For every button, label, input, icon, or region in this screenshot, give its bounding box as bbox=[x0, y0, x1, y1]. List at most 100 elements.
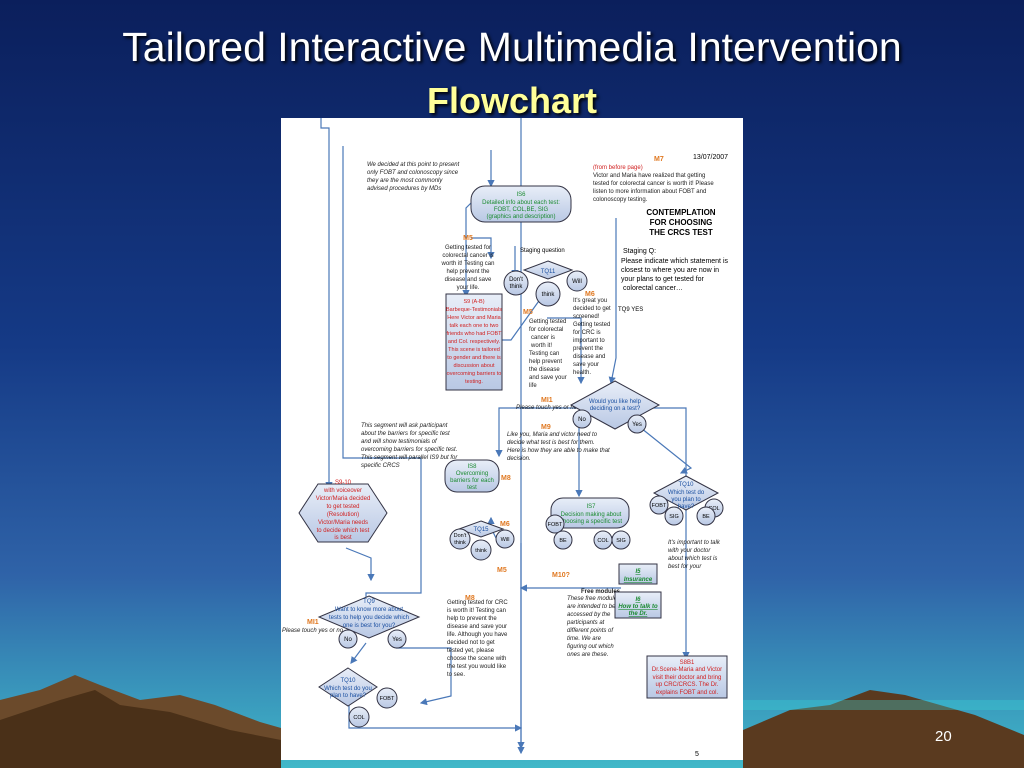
svg-text:think: think bbox=[510, 284, 524, 290]
svg-text:decided not to get: decided not to get bbox=[447, 640, 495, 646]
tq9-yes-label: TQ9 YES bbox=[618, 307, 643, 313]
svg-text:explains FOBT and col.: explains FOBT and col. bbox=[656, 690, 719, 696]
svg-text:Please touch yes or no: Please touch yes or no bbox=[282, 628, 344, 634]
svg-text:It's great you: It's great you bbox=[573, 298, 607, 304]
svg-text:IS7: IS7 bbox=[586, 504, 596, 510]
svg-text:ones are these.: ones are these. bbox=[567, 652, 608, 658]
svg-text:I5: I5 bbox=[635, 569, 641, 575]
svg-text:FOBT: FOBT bbox=[380, 696, 395, 702]
svg-text:This segment will parallel IS9: This segment will parallel IS9 but for bbox=[361, 455, 458, 461]
svg-text:Overcoming: Overcoming bbox=[456, 471, 488, 477]
svg-text:worth it! Testing can: worth it! Testing can bbox=[441, 261, 495, 267]
svg-text:figuring out which: figuring out which bbox=[567, 644, 614, 650]
m8b-note: M8 Getting tested for CRC is worth it! T… bbox=[447, 595, 508, 678]
m5c-tag: M5 bbox=[497, 567, 507, 574]
tq9-node: TQ9 Want to know more about tests to hel… bbox=[317, 595, 421, 649]
svg-text:test: test bbox=[467, 485, 477, 491]
svg-text:It's important to talk: It's important to talk bbox=[668, 540, 721, 546]
svg-text:This segment will ask particip: This segment will ask participant bbox=[361, 423, 448, 429]
svg-text:and Col. respectively.: and Col. respectively. bbox=[448, 339, 501, 345]
svg-text:MI1: MI1 bbox=[307, 619, 319, 626]
svg-text:with your doctor: with your doctor bbox=[668, 548, 711, 554]
svg-text:Free modules: Free modules bbox=[581, 589, 621, 595]
svg-text:SIG: SIG bbox=[669, 514, 678, 520]
is7-node: IS7 Decision making about choosing a spe… bbox=[545, 497, 631, 550]
svg-text:are intended to be: are intended to be bbox=[567, 604, 616, 610]
svg-text:MI1: MI1 bbox=[541, 397, 553, 404]
svg-text:Which test do: Which test do bbox=[668, 490, 705, 496]
svg-text:Want to know more about: Want to know more about bbox=[335, 607, 403, 613]
svg-text:decide what test is best for t: decide what test is best for them. bbox=[507, 440, 595, 446]
svg-text:talk each one to two: talk each one to two bbox=[450, 323, 499, 329]
svg-text:think: think bbox=[475, 548, 487, 554]
svg-text:important to: important to bbox=[573, 338, 605, 344]
svg-text:M6: M6 bbox=[585, 291, 595, 298]
svg-text:tests to help you decide which: tests to help you decide which bbox=[329, 615, 409, 621]
svg-text:Getting tested for CRC: Getting tested for CRC bbox=[447, 600, 508, 606]
svg-text:THE CRCS TEST: THE CRCS TEST bbox=[649, 228, 713, 237]
svg-text:choosing a specific test: choosing a specific test bbox=[560, 519, 622, 525]
tq11-node: TQ11 Don't think think Will bbox=[503, 260, 588, 307]
svg-text:SIG: SIG bbox=[616, 538, 625, 544]
svg-text:help prevent the: help prevent the bbox=[446, 269, 490, 275]
svg-text:M9: M9 bbox=[541, 424, 551, 431]
svg-text:Staging Q:: Staging Q: bbox=[623, 248, 656, 255]
contemplation-header: CONTEMPLATION FOR CHOOSING THE CRCS TEST bbox=[646, 208, 715, 237]
chart-page: 5 bbox=[695, 751, 699, 758]
svg-text:FOR CHOOSING: FOR CHOOSING bbox=[650, 218, 713, 227]
m6b-tag: M6 bbox=[500, 521, 510, 528]
svg-text:accessed by the: accessed by the bbox=[567, 612, 611, 618]
svg-text:Yes: Yes bbox=[392, 637, 402, 643]
svg-text:COL: COL bbox=[708, 506, 719, 512]
svg-text:they are the most commonly: they are the most commonly bbox=[367, 178, 443, 184]
s8b1-node: S8B1 Dr.Scene-Maria and Victor visit the… bbox=[646, 655, 728, 699]
svg-text:disease and: disease and bbox=[573, 354, 605, 360]
staging-question-label: Staging question bbox=[520, 248, 565, 254]
svg-text:tested yet, please: tested yet, please bbox=[447, 648, 495, 654]
svg-text:Getting tested: Getting tested bbox=[573, 322, 610, 328]
svg-text:This scene is tailored: This scene is tailored bbox=[448, 347, 500, 353]
svg-text:visit their doctor and bring: visit their doctor and bring bbox=[653, 675, 722, 681]
mi1b-note: MI1 Please touch yes or no bbox=[282, 619, 344, 634]
s9-node: S9 (A-B) Barbeque-Testimonials Here Vict… bbox=[445, 293, 503, 391]
svg-text:Please touch yes or no: Please touch yes or no bbox=[516, 405, 578, 411]
svg-text:your life.: your life. bbox=[457, 285, 480, 291]
svg-text:with voiceover: with voiceover bbox=[323, 488, 362, 494]
svg-text:M5: M5 bbox=[463, 235, 473, 242]
svg-text:Dr.Scene-Maria and Victor: Dr.Scene-Maria and Victor bbox=[652, 667, 722, 673]
svg-text:I6: I6 bbox=[635, 597, 641, 603]
svg-text:different points of: different points of bbox=[567, 628, 614, 634]
svg-text:colorectal cancer is: colorectal cancer is bbox=[442, 253, 493, 259]
svg-text:health.: health. bbox=[573, 370, 591, 376]
svg-text:COL: COL bbox=[597, 538, 608, 544]
svg-text:discussion about: discussion about bbox=[454, 363, 495, 369]
s10-node: S9-10 with voiceover Victor/Maria decide… bbox=[298, 480, 388, 543]
m8a-tag: M8 bbox=[501, 475, 511, 482]
svg-text:for CRC is: for CRC is bbox=[573, 330, 601, 336]
svg-text:best for your: best for your bbox=[668, 564, 702, 570]
svg-text:BE: BE bbox=[559, 538, 567, 544]
svg-text:Decision making about: Decision making about bbox=[561, 512, 622, 518]
svg-text:deciding on a test?: deciding on a test? bbox=[590, 406, 641, 412]
svg-text:(from before page): (from before page) bbox=[593, 165, 643, 171]
svg-text:FOBT: FOBT bbox=[548, 522, 563, 528]
talk-note: It's important to talk with your doctor … bbox=[668, 540, 721, 570]
svg-text:and save your: and save your bbox=[529, 375, 567, 381]
svg-text:cancer is: cancer is bbox=[531, 335, 555, 341]
svg-text:screened!: screened! bbox=[573, 314, 600, 320]
free-modules: Free modules These free modules are inte… bbox=[566, 589, 621, 658]
svg-text:about which test is: about which test is bbox=[668, 556, 717, 562]
svg-text:about the barriers for specifi: about the barriers for specific test bbox=[361, 431, 450, 437]
m7-note: M7 (from before page) Victor and Maria h… bbox=[593, 156, 714, 203]
svg-text:TQ11: TQ11 bbox=[541, 269, 556, 275]
segment-note: This segment will ask participant about … bbox=[361, 423, 458, 469]
svg-text:Yes: Yes bbox=[632, 422, 642, 428]
svg-text:life: life bbox=[529, 383, 537, 389]
svg-text:FOBT, COL,BE, SIG: FOBT, COL,BE, SIG bbox=[494, 207, 549, 213]
svg-text:COL: COL bbox=[353, 715, 364, 721]
svg-text:BE: BE bbox=[702, 514, 710, 520]
svg-text:and will show testimonials of: and will show testimonials of bbox=[361, 439, 438, 445]
svg-text:listen to more information abo: listen to more information about FOBT an… bbox=[593, 189, 706, 195]
svg-text:closest to where you are now i: closest to where you are now in bbox=[621, 267, 719, 274]
svg-text:We decided at this point to pr: We decided at this point to present bbox=[367, 162, 460, 168]
